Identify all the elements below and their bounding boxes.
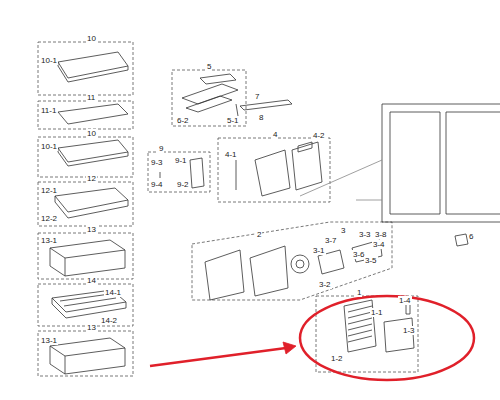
callout-number: 4-2 bbox=[312, 131, 326, 140]
callout-number: 10 bbox=[86, 129, 97, 138]
callout-number: 9-2 bbox=[176, 180, 190, 189]
callout-number: 1 bbox=[356, 288, 362, 297]
callout-number: 11 bbox=[86, 93, 96, 102]
callout-number: 3-1 bbox=[312, 246, 326, 255]
callout-number: 14 bbox=[86, 276, 97, 285]
callout-number: 6 bbox=[468, 232, 474, 241]
callout-number: 14-2 bbox=[100, 316, 118, 325]
callout-number: 12-1 bbox=[40, 186, 58, 195]
callout-number: 10-1 bbox=[40, 142, 58, 151]
callout-number: 8 bbox=[258, 113, 264, 122]
callout-number: 3-8 bbox=[374, 230, 388, 239]
callout-number: 1-1 bbox=[370, 308, 384, 317]
callout-number: 2 bbox=[256, 230, 262, 239]
callout-number: 3-5 bbox=[364, 256, 378, 265]
callout-number: 3-4 bbox=[372, 240, 386, 249]
callout-number: 1-3 bbox=[402, 326, 416, 335]
callout-number: 9-1 bbox=[174, 156, 188, 165]
callout-number: 3-2 bbox=[318, 280, 332, 289]
callout-number: 10-1 bbox=[40, 56, 58, 65]
callout-number: 7 bbox=[254, 92, 260, 101]
callout-number: 14-1 bbox=[104, 288, 122, 297]
callout-number: 1-4 bbox=[398, 296, 412, 305]
callout-number: 4 bbox=[272, 130, 278, 139]
callout-number: 9-4 bbox=[150, 180, 164, 189]
callout-number: 13 bbox=[86, 323, 97, 332]
callout-number: 10 bbox=[86, 34, 97, 43]
callout-number: 3-7 bbox=[324, 236, 338, 245]
callout-number: 5 bbox=[206, 62, 212, 71]
callout-number: 1-2 bbox=[330, 354, 344, 363]
callout-number: 13 bbox=[86, 225, 97, 234]
callout-number: 12-2 bbox=[40, 214, 58, 223]
callout-number: 13-1 bbox=[40, 236, 58, 245]
callout-number: 3 bbox=[340, 226, 346, 235]
callout-number: 12 bbox=[86, 174, 97, 183]
callout-number: 4-1 bbox=[224, 150, 238, 159]
callout-number: 9 bbox=[158, 144, 164, 153]
callout-number: 3-3 bbox=[358, 230, 372, 239]
callout-number: 6-2 bbox=[176, 116, 190, 125]
callout-number: 5-1 bbox=[226, 116, 240, 125]
callout-number: 9-3 bbox=[150, 158, 164, 167]
callout-number: 11-1 bbox=[40, 106, 57, 115]
callout-number: 13-1 bbox=[40, 336, 58, 345]
